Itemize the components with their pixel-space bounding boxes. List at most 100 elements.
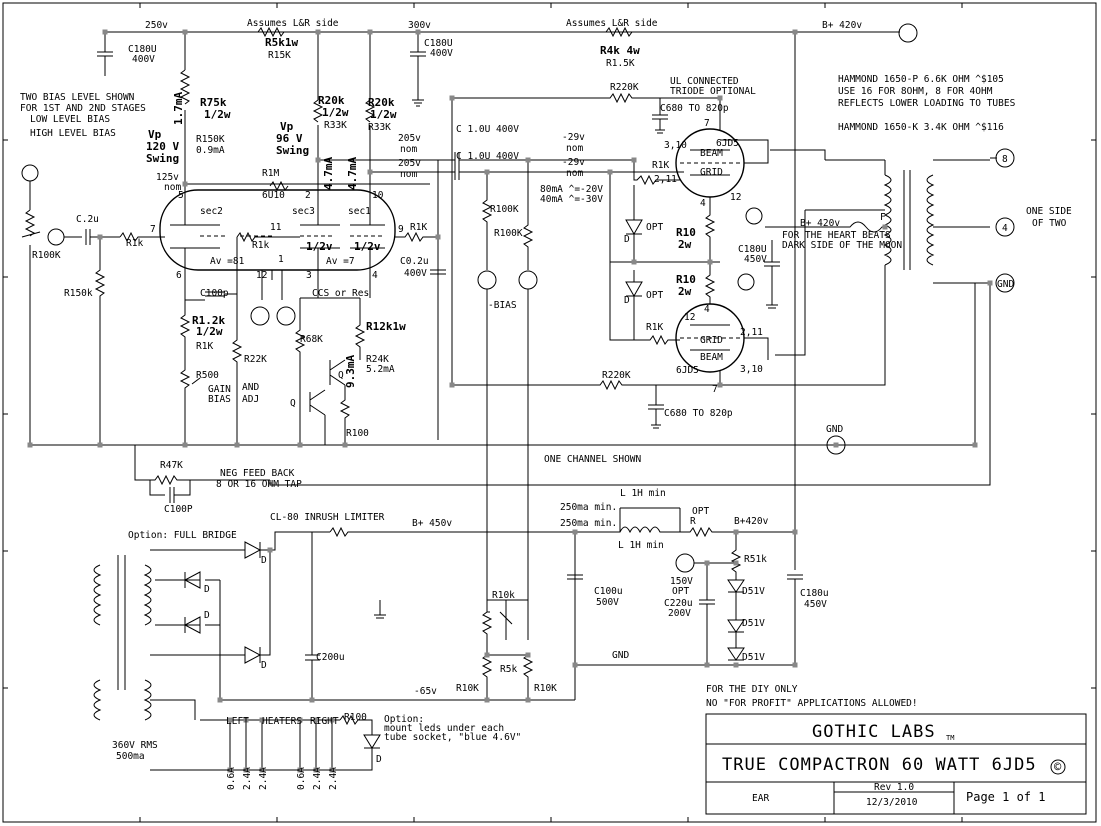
label-sec3: sec3 [292,206,315,217]
label-250v: 250v [145,20,168,31]
label-c180-3b: 450V [744,254,767,265]
label-one-channel: ONE CHANNEL SHOWN [544,454,642,465]
label-ma17: 1.7mA [172,92,185,125]
junction-dot [435,234,441,240]
label-one-side-1: ONE SIDE [1026,206,1072,217]
label-r20k-bw: 1/2w [370,108,397,121]
label-pin4: 4 [372,270,378,281]
label-hammond-4: HAMMOND 1650-K 3.4K OHM ^$116 [838,122,1004,133]
label-left: LEFT [226,716,249,727]
label-d-2: D [624,295,630,306]
label-ma250-2: 250ma min. [560,518,617,529]
label-m65: -65v [414,686,437,697]
label-opt-led-2: mount leds under each [384,723,504,734]
label-r20k-w: 1/2w [322,106,349,119]
label-6jd5-1: 6JD5 [716,138,739,149]
label-assumes-lr-2: Assumes L&R side [566,18,658,29]
junction-dot [27,442,33,448]
label-c100u-v: 500V [596,597,619,608]
label-r12k-w: 1/2w [196,325,223,338]
label-6jd5-2: 6JD5 [676,365,699,376]
junction-dot [972,442,978,448]
junction-dot [525,157,531,163]
label-r10-1w: 2w [678,238,692,251]
label-r10-1: R10 [676,226,696,239]
label-r20k: R20k [318,94,345,107]
label-bplus-mid: B+ 420v [800,218,840,229]
label-ul-1: UL CONNECTED [670,76,739,87]
label-r100-ccs: R100 [346,428,369,439]
junction-dot [733,560,739,566]
label-gnd-psu: GND [612,650,629,661]
label-l1h-1: L 1H min [620,488,666,499]
junction-dot [297,442,303,448]
junction-dot [97,234,103,240]
label-rms-2: 500ma [116,751,145,762]
junction-dot [217,697,223,703]
label-bplus-450: B+ 450v [412,518,452,529]
label-opt-led-1: Option: [384,714,424,725]
junction-dot [987,280,993,286]
label-ccs: CCS or Res [312,288,369,299]
label-vp2-v: 96 V [276,132,303,145]
label-r4k4w: R4k 4w [600,44,640,57]
junction-dot [717,95,723,101]
label-beam-1: BEAM [700,148,723,159]
junction-dot [572,529,578,535]
label-r47k: R47K [160,460,183,471]
label-opt-1: OPT [646,222,663,233]
label-c680-1: C680 TO 820p [660,103,729,114]
label-pin-4a: 4 [700,198,706,209]
label-ul-2: TRIODE OPTIONAL [670,86,756,97]
label-300v: 300v [408,20,431,31]
label-205v-1: 205v [398,133,421,144]
label-c180-2a: C180U [424,38,453,49]
label-av7: Av =7 [326,256,355,267]
label-r150k-in: R150k [64,288,93,299]
label-vp1: Vp [148,128,162,141]
label-bplus-psu: B+420v [734,516,769,527]
label-vp1-v: 120 V [146,140,179,153]
label-beam-2: BEAM [700,352,723,363]
label-opt-led-3: tube socket, "blue 4.6V" [384,732,521,743]
label-r75k-w: 1/2w [204,108,231,121]
junction-dot [792,529,798,535]
label-ma250-1: 250ma min. [560,502,617,513]
label-bias-note-2: FOR 1ST AND 2ND STAGES [20,103,146,114]
label-gain-1: GAIN [208,384,231,395]
label-pin-12b: 12 [684,312,695,323]
label-c02u-v: 400V [404,268,427,279]
junction-dot [484,697,490,703]
junction-dot [449,382,455,388]
label-c1u-1: C 1.0U 400V [456,124,519,135]
company-name: GOTHIC LABS [812,722,936,742]
label-q1: Q [338,370,344,381]
label-c180-3a: C180U [738,244,767,255]
junction-dot [367,169,373,175]
label-pin7: 7 [150,224,156,235]
label-r-r: R [690,516,696,527]
label-r100-led: R100 [344,712,367,723]
junction-dot [367,29,373,35]
drawing-title: TRUE COMPACTRON 60 WATT 6JD5 [722,755,1037,775]
label-r10-2w: 2w [678,285,692,298]
label-h5: 2.4A [312,767,323,790]
label-nom-c: nom [566,143,583,154]
label-bplus-top: B+ 420v [822,20,862,31]
label-vp2-s: Swing [276,144,309,157]
label-r75k: R75k [200,96,227,109]
label-r15k: R15K [268,50,291,61]
junction-dot [259,717,265,723]
junction-dot [315,157,321,163]
label-d-c: D [204,610,210,621]
junction-dot [631,157,637,163]
junction-dot [97,442,103,448]
label-r1k-g1: R1K [652,160,669,171]
label-heart-2: DARK SIDE OF THE MOON [782,240,902,251]
label-half-1: 1/2v [306,240,333,253]
label-sec1: sec1 [348,206,371,217]
label-nom-d: nom [566,168,583,179]
